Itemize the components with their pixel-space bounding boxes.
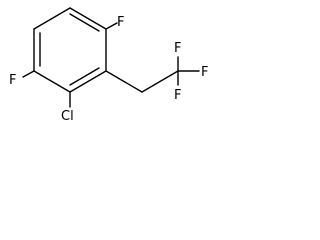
ring-bond-c6-c1: [33, 7, 71, 30]
fluorine-label-cf3-right: F: [201, 65, 208, 80]
bond-ch2-cf3: [141, 70, 179, 93]
fluorine-label-top: F: [117, 15, 124, 30]
ring-bond-c4-c5: [33, 70, 71, 93]
bond-c2-f: [105, 22, 118, 30]
atom-labels: F F Cl F F F: [9, 15, 208, 124]
ring-bond-c1-c2: [69, 7, 107, 30]
double-bond-inner-top: [69, 13, 100, 32]
bond-c3-ch2: [105, 70, 143, 93]
fluorine-label-cf3-top: F: [174, 41, 181, 56]
bonds: [22, 7, 200, 108]
double-bond-inner-right: [69, 67, 100, 86]
bond-c5-f: [22, 70, 35, 78]
fluorine-label-cf3-bottom: F: [174, 88, 181, 103]
chlorine-label: Cl: [61, 109, 74, 124]
structure-diagram: F F Cl F F F: [9, 7, 208, 124]
fluorine-label-left: F: [9, 73, 16, 88]
ring-bond-c3-c4: [69, 70, 107, 93]
